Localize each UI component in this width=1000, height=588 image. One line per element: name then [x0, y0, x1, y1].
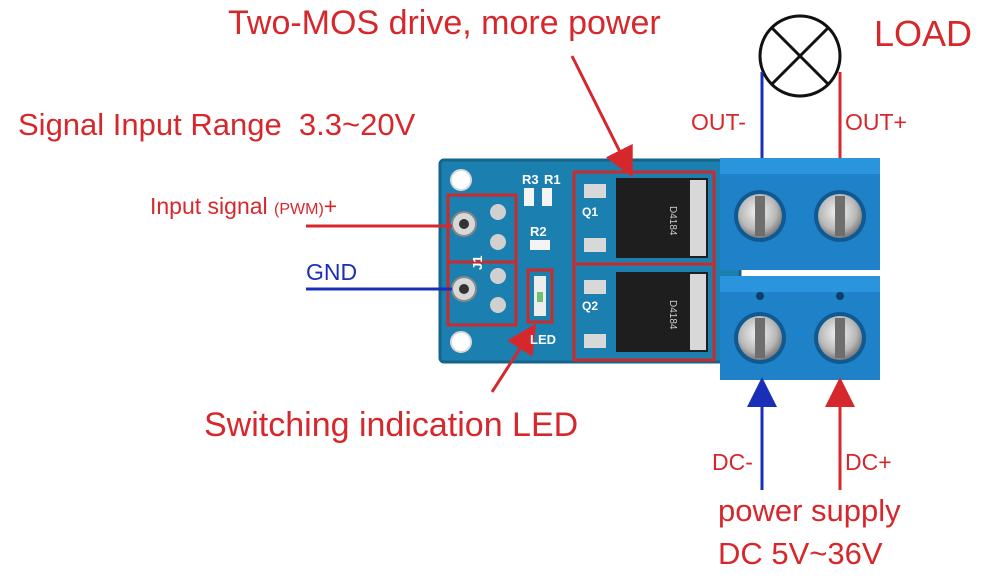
dc-plus-label: DC+ [845, 449, 892, 475]
silk-r3: R3 [522, 172, 539, 187]
power-supply-label: power supply [718, 493, 901, 528]
title-label: Two-MOS drive, more power [228, 4, 661, 42]
led-pointer-arrow [490, 323, 537, 393]
load-lamp-icon [758, 14, 842, 98]
led-component [526, 268, 554, 324]
terminal-block-dc [720, 276, 880, 380]
pwm-text: (PWM) [274, 201, 324, 218]
input-signal-label: Input signal (PWM)+ [150, 195, 337, 218]
dc-range-label: DC 5V~36V [718, 536, 883, 571]
dc-minus-label: DC- [712, 449, 753, 475]
mounting-hole-bottom [450, 331, 472, 353]
input-signal-text: Input signal [150, 193, 275, 219]
silk-j1: J1 [470, 256, 485, 270]
chip-marking-q2: D4184 [667, 300, 678, 330]
out-minus-label: OUT- [691, 109, 746, 135]
resistors [524, 188, 552, 250]
signal-range-label: Signal Input Range 3.3~20V [18, 107, 416, 142]
silk-led: LED [530, 332, 556, 347]
silk-r2: R2 [530, 224, 547, 239]
silk-q1: Q1 [582, 205, 598, 219]
load-label: LOAD [874, 13, 973, 54]
mos-pointer-arrow [570, 55, 633, 178]
plus-text: + [323, 193, 338, 219]
led-caption-label: Switching indication LED [204, 406, 579, 444]
mounting-hole-top [450, 169, 472, 191]
terminal-block-out [720, 158, 880, 270]
chip-marking-q1: D4184 [667, 206, 678, 236]
silk-q2: Q2 [582, 299, 598, 313]
j1-header [446, 193, 518, 327]
mosfet-block [572, 170, 716, 362]
silk-r1: R1 [544, 172, 561, 187]
out-plus-label: OUT+ [845, 109, 907, 135]
gnd-label: GND [306, 259, 358, 285]
